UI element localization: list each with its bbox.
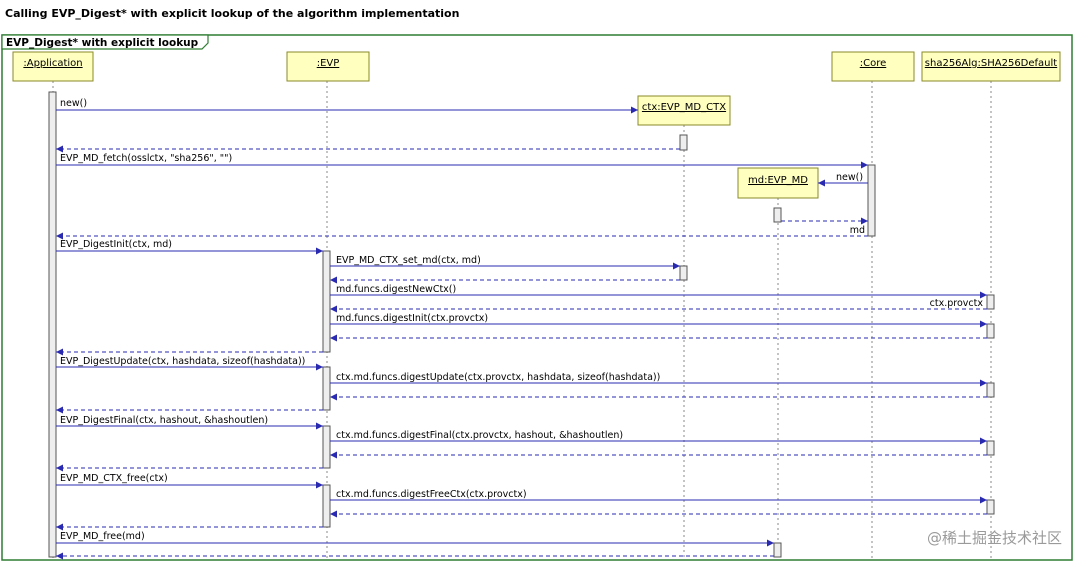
- label-digest-init: EVP_DigestInit(ctx, md): [60, 239, 172, 250]
- watermark-text: @稀土掘金技术社区: [927, 529, 1062, 547]
- activation-md-1: [773, 207, 782, 223]
- activation-ctx-1: [679, 134, 688, 151]
- activation-sha256-5: [986, 499, 995, 515]
- frame-label: EVP_Digest* with explicit lookup: [6, 37, 199, 49]
- label-ctx-set-md: EVP_MD_CTX_set_md(ctx, md): [336, 255, 481, 266]
- label-funcs-free-ctx: ctx.md.funcs.digestFreeCtx(ctx.provctx): [336, 489, 527, 500]
- activation-bars: [48, 91, 995, 558]
- participant-sha256: sha256Alg:SHA256Default: [921, 51, 1061, 82]
- label-provctx-return: ctx.provctx: [930, 298, 984, 309]
- label-new-ctx: new(): [60, 98, 87, 109]
- activation-evp-3: [322, 425, 331, 469]
- label-md-free: EVP_MD_free(md): [60, 531, 145, 542]
- lifelines: [52, 81, 992, 558]
- label-digest-update: EVP_DigestUpdate(ctx, hashdata, sizeof(h…: [60, 356, 305, 367]
- participant-ctx: ctx:EVP_MD_CTX: [637, 95, 731, 126]
- label-new-md: new(): [836, 172, 863, 183]
- activation-sha256-3: [986, 382, 995, 398]
- participant-md: md:EVP_MD: [737, 167, 819, 199]
- activation-core: [867, 164, 876, 237]
- message-labels: new() EVP_MD_fetch(osslctx, "sha256", ""…: [60, 98, 983, 542]
- activation-sha256-1: [986, 294, 995, 310]
- participant-evp: :EVP: [286, 51, 370, 82]
- frame-border: [1, 34, 1073, 561]
- activation-md-2: [773, 542, 782, 558]
- diagram-title: Calling EVP_Digest* with explicit lookup…: [5, 7, 459, 20]
- activation-sha256-2: [986, 323, 995, 339]
- participant-core-label: :Core: [860, 58, 887, 69]
- participant-ctx-label: ctx:EVP_MD_CTX: [642, 102, 726, 113]
- activation-evp-2: [322, 366, 331, 411]
- activation-application: [48, 91, 57, 558]
- participant-core: :Core: [831, 51, 915, 82]
- label-digest-new-ctx: md.funcs.digestNewCtx(): [336, 284, 456, 295]
- label-digest-final: EVP_DigestFinal(ctx, hashout, &hashoutle…: [60, 415, 268, 426]
- label-funcs-digest-final: ctx.md.funcs.digestFinal(ctx.provctx, ha…: [336, 430, 623, 441]
- label-md-fetch: EVP_MD_fetch(osslctx, "sha256", ""): [60, 153, 232, 164]
- label-md-return: md: [850, 225, 865, 236]
- activation-evp-1: [322, 250, 331, 353]
- message-arrows: [56, 106, 987, 560]
- participant-sha256-label: sha256Alg:SHA256Default: [925, 58, 1058, 69]
- label-funcs-digest-update: ctx.md.funcs.digestUpdate(ctx.provctx, h…: [336, 372, 660, 383]
- activation-sha256-4: [986, 440, 995, 456]
- activation-evp-4: [322, 484, 331, 528]
- label-ctx-free: EVP_MD_CTX_free(ctx): [60, 473, 168, 484]
- participant-application: :Application: [12, 51, 94, 82]
- frame-tab: [1, 34, 209, 50]
- participant-md-label: md:EVP_MD: [748, 175, 808, 186]
- participant-application-label: :Application: [23, 58, 82, 69]
- activation-ctx-2: [679, 265, 688, 281]
- label-funcs-digest-init: md.funcs.digestInit(ctx.provctx): [336, 313, 488, 324]
- participant-evp-label: :EVP: [317, 58, 340, 69]
